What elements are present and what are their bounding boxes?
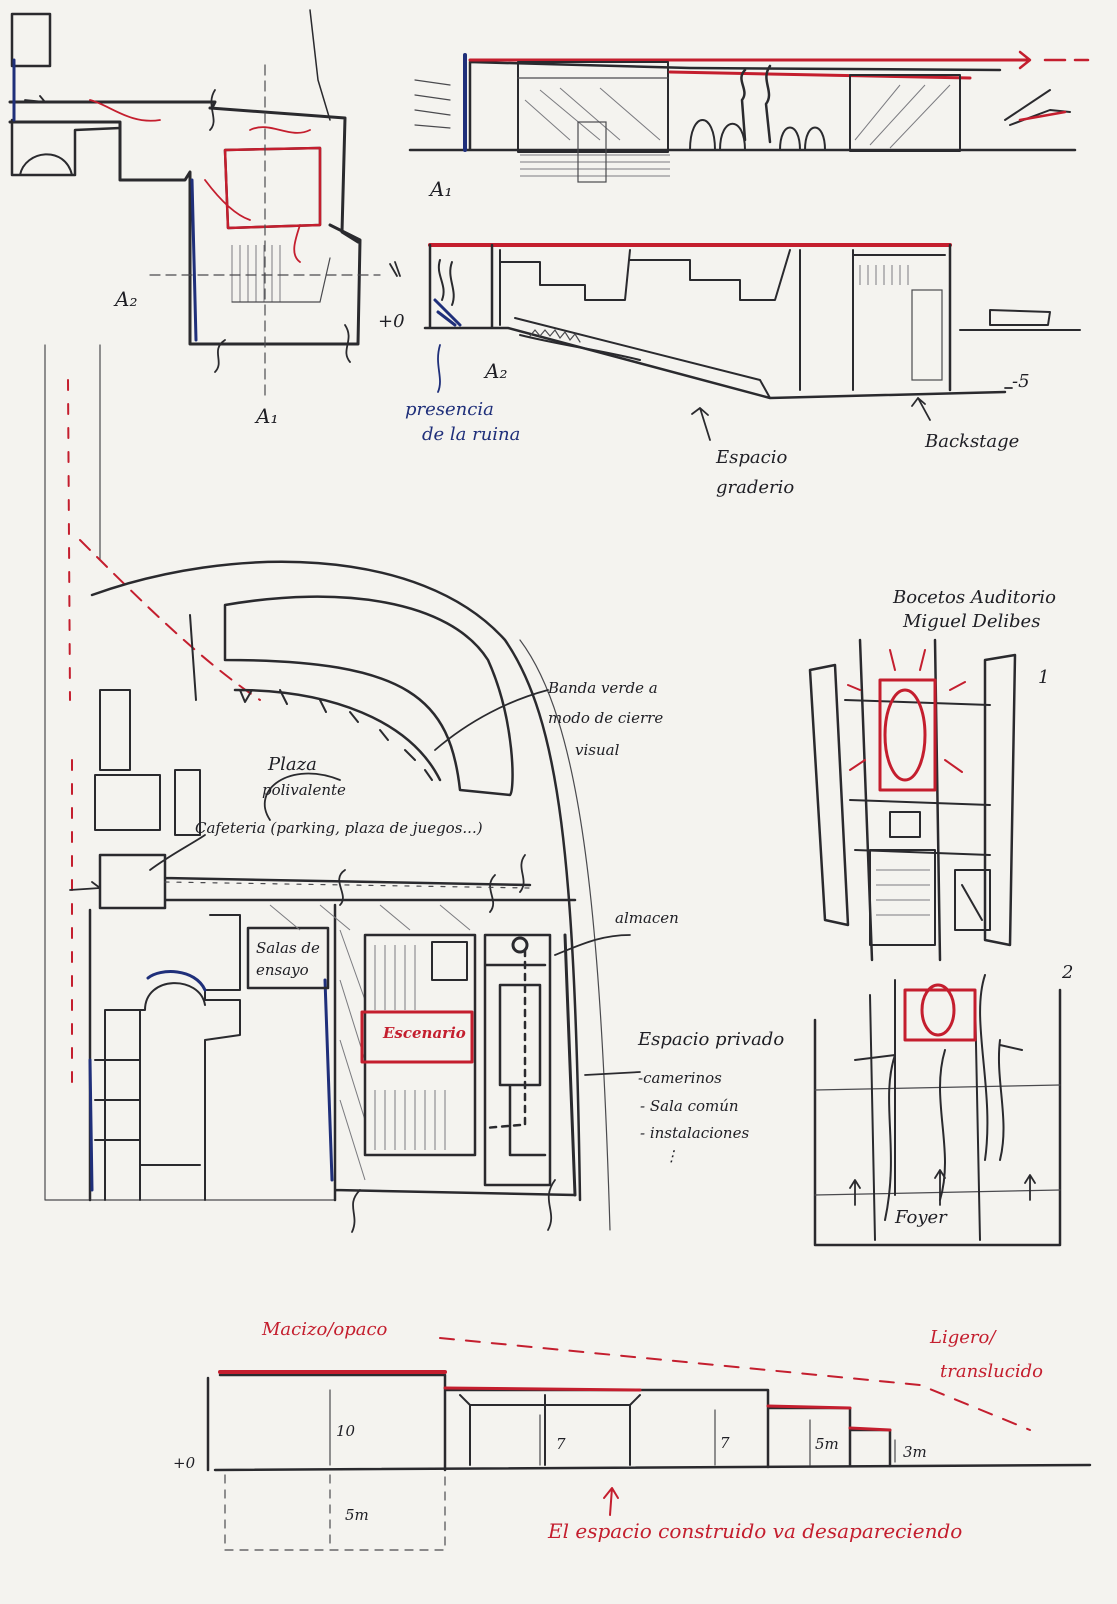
- elevation-drawing: [206, 1337, 1092, 1551]
- section-a2-drawing: [389, 243, 1081, 441]
- green-band-line-1: Banda verde a: [548, 679, 658, 697]
- backstage-label: Backstage: [925, 431, 1020, 452]
- plan-cut-a1-label: A₁: [256, 404, 279, 428]
- top-plan: [8, 9, 401, 396]
- sketch-2-drawing: [813, 974, 1062, 1247]
- private-space-item: - instalaciones: [640, 1124, 750, 1142]
- cafeteria-label: Cafeteria (parking, plaza de juegos...): [195, 819, 483, 837]
- green-band-line-3: visual: [575, 741, 620, 759]
- section-a1-drawing: [408, 50, 1090, 183]
- sketch-2-number: 2: [1062, 962, 1074, 983]
- rehearsal-rooms-line-2: ensayo: [256, 961, 309, 979]
- elevation-height-label: 7: [720, 1434, 730, 1452]
- elevation-height-label: 5m: [815, 1435, 839, 1453]
- private-space-item: - Sala común: [640, 1097, 739, 1115]
- private-space-title: Espacio privado: [638, 1029, 785, 1050]
- massive-label: Macizo/opaco: [262, 1319, 388, 1340]
- stage-tag: Escenario: [383, 1024, 466, 1042]
- plan-cut-a2-label: A₂: [115, 287, 138, 311]
- sketch-1-number: 1: [1038, 667, 1050, 688]
- green-band-line-2: modo de cierre: [548, 709, 664, 727]
- storage-label: almacen: [615, 909, 679, 927]
- plaza-label-line-1: Plaza: [268, 754, 317, 775]
- elevation-level-zero: +0: [173, 1454, 196, 1472]
- foyer-label: Foyer: [895, 1207, 947, 1228]
- elevation-height-label: 10: [336, 1422, 356, 1440]
- sketches-title-line-1: Bocetos Auditorio: [893, 587, 1056, 608]
- elevation-height-label: 3m: [903, 1443, 927, 1461]
- seating-space-line-1: Espacio: [716, 447, 788, 468]
- elevation-caption: El espacio construido va desapareciendo: [548, 1519, 963, 1543]
- elevation-height-label: 7: [556, 1435, 566, 1453]
- site-plan-drawing: [44, 344, 641, 1233]
- ruin-presence-line-2: de la ruina: [422, 424, 521, 445]
- seating-space-line-2: graderio: [716, 477, 795, 498]
- section-a2-level-top: +0: [378, 311, 405, 332]
- light-label-line-2: translucido: [940, 1361, 1043, 1382]
- private-space-item: -camerinos: [638, 1069, 722, 1087]
- elevation-depth-label: 5m: [345, 1506, 369, 1524]
- plaza-label-line-2: polivalente: [262, 781, 346, 799]
- section-a2-level-bottom: -5: [1012, 371, 1030, 392]
- rehearsal-rooms-line-1: Salas de: [256, 939, 320, 957]
- sketch-1-drawing: [808, 638, 1017, 962]
- sketches-title-line-2: Miguel Delibes: [903, 611, 1041, 632]
- section-a2-label: A₂: [485, 359, 508, 383]
- private-space-item: ⋮: [664, 1147, 679, 1165]
- section-a1-label: A₁: [430, 177, 453, 201]
- light-label-line-1: Ligero/: [930, 1327, 996, 1348]
- ruin-presence-line-1: presencia: [405, 399, 494, 420]
